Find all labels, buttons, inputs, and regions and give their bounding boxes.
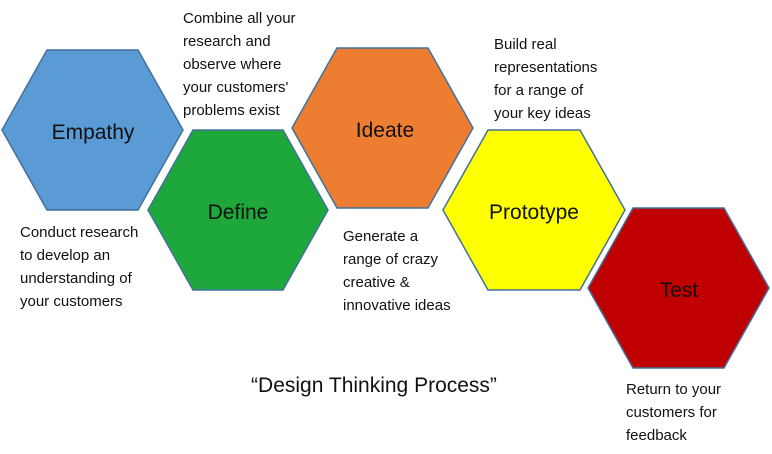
note-define: Combine all your research and observe wh… <box>183 7 296 122</box>
note-define-line: Combine all your <box>183 10 296 27</box>
hexagon-define: Define <box>147 129 329 291</box>
note-prototype-line: for a range of <box>494 82 584 99</box>
note-define-line: your customers' <box>183 79 289 96</box>
hexagon-prototype-shape <box>442 129 626 291</box>
note-ideate-line: range of crazy <box>343 251 439 268</box>
note-empathy-line: Conduct research <box>20 224 139 241</box>
note-define-line: research and <box>183 33 271 50</box>
note-test-line: Return to your <box>626 381 722 398</box>
note-prototype-line: representations <box>494 59 598 76</box>
hexagon-empathy-label: Empathy <box>52 121 135 144</box>
hexagon-ideate-label: Ideate <box>356 119 414 142</box>
hexagon-define-shape <box>147 129 329 291</box>
diagram-caption: “Design Thinking Process” <box>251 374 497 397</box>
note-test-line: customers for <box>626 404 717 421</box>
note-prototype: Build real representations for a range o… <box>494 33 597 125</box>
hexagon-define-label: Define <box>208 201 269 224</box>
hexagon-prototype-label: Prototype <box>489 201 579 224</box>
hexagon-ideate-shape <box>291 47 474 209</box>
note-prototype-line: Build real <box>494 36 557 53</box>
note-empathy-line: your customers <box>20 293 123 310</box>
hexagon-test-label: Test <box>660 279 699 302</box>
hexagon-test: Test <box>587 207 770 369</box>
hexagon-empathy-shape <box>1 49 184 211</box>
note-ideate-line: innovative ideas <box>343 297 451 314</box>
note-ideate-line: creative & <box>343 274 410 291</box>
note-empathy-line: understanding of <box>20 270 132 287</box>
note-prototype-line: your key ideas <box>494 105 591 122</box>
note-ideate: Generate a range of crazy creative & inn… <box>343 225 451 317</box>
note-test-line: feedback <box>626 427 687 444</box>
note-test: Return to your customers for feedback <box>626 378 721 447</box>
hexagon-empathy: Empathy <box>1 49 184 211</box>
hexagon-ideate: Ideate <box>291 47 474 209</box>
hexagon-test-shape <box>587 207 770 369</box>
note-ideate-line: Generate a <box>343 228 419 245</box>
note-empathy: Conduct research to develop an understan… <box>20 221 138 313</box>
note-empathy-line: to develop an <box>20 247 111 264</box>
note-define-line: problems exist <box>183 102 280 119</box>
hexagon-prototype: Prototype <box>442 129 626 291</box>
note-define-line: observe where <box>183 56 282 73</box>
